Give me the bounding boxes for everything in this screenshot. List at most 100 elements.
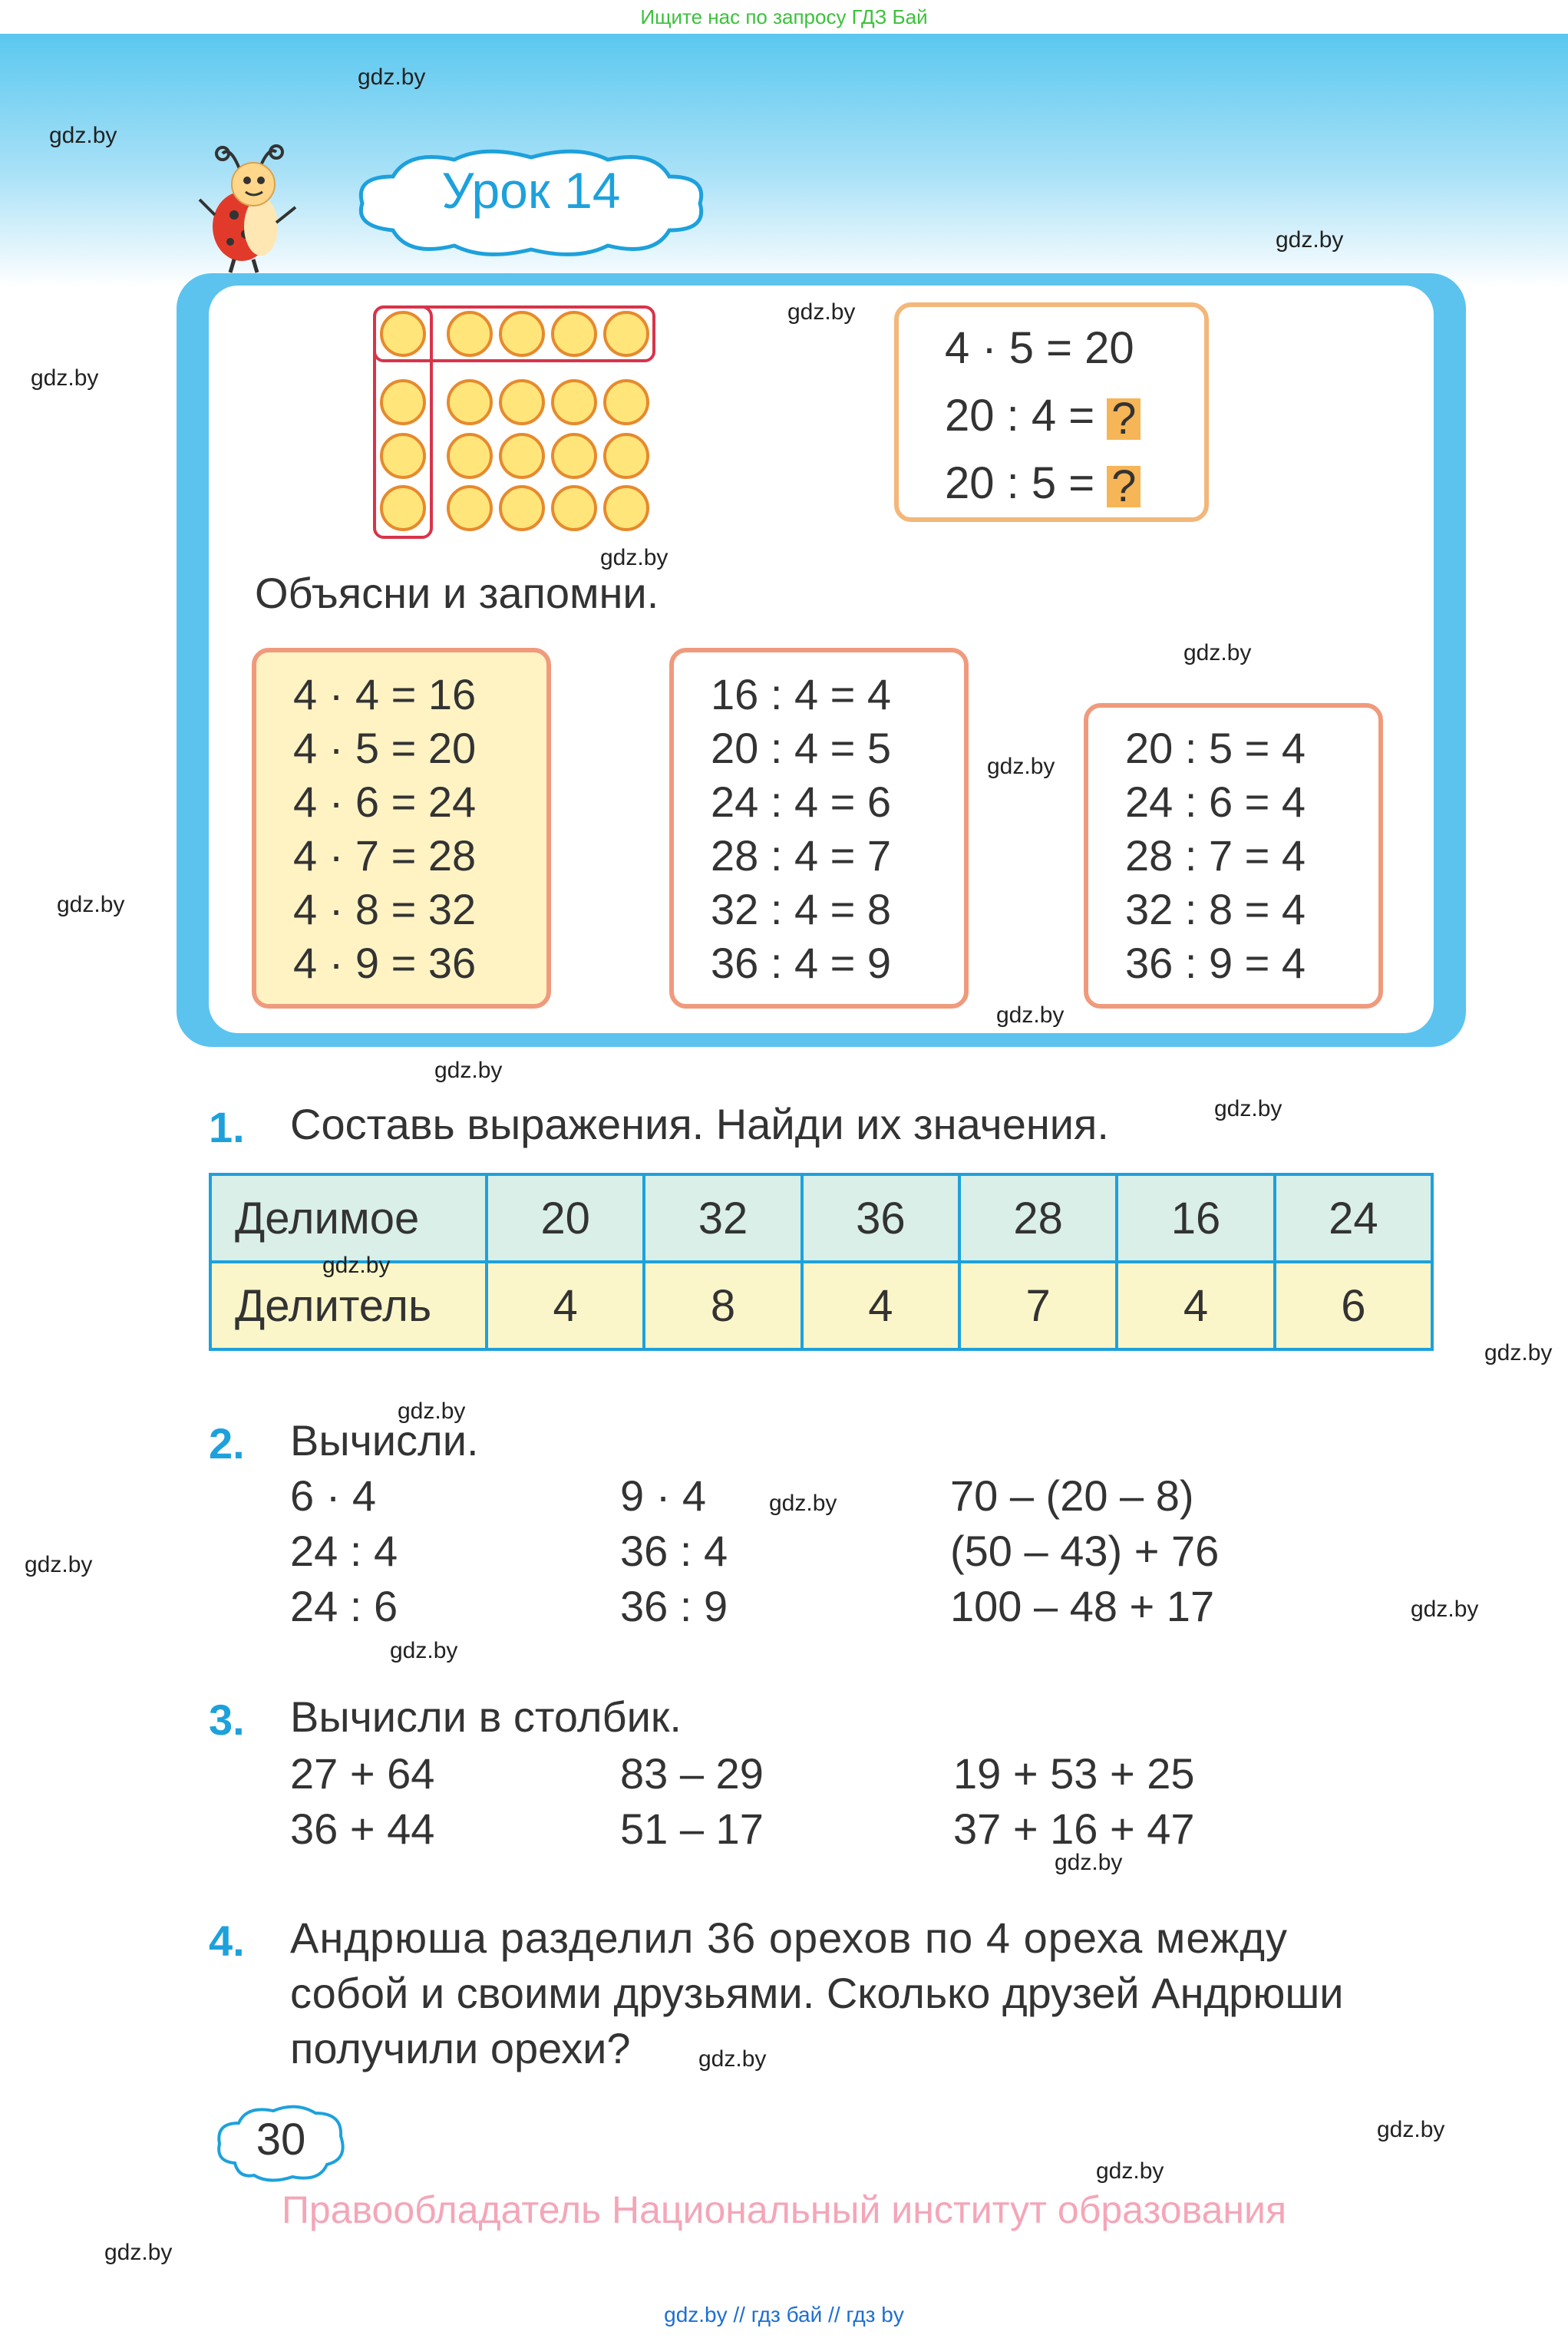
watermark: gdz.by	[1214, 1096, 1282, 1121]
equation-box: 4 · 5 = 20 20 : 4 = ? 20 : 5 = ?	[894, 302, 1209, 522]
watermark: gdz.by	[25, 1552, 93, 1577]
rule-row: 36 : 9 = 4	[1125, 939, 1306, 987]
task-3-text: Вычисли в столбик.	[290, 1692, 682, 1741]
table-cell: 32	[642, 1173, 804, 1263]
equation-line: 4 · 5 = 20	[945, 323, 1134, 373]
rule-row: 32 : 4 = 8	[711, 885, 892, 933]
expression: 9 · 4	[620, 1471, 707, 1520]
expression: (50 – 43) + 76	[950, 1527, 1220, 1575]
watermark: gdz.by	[1276, 227, 1344, 253]
expression: 24 : 6	[290, 1582, 398, 1630]
equation-text: 20 : 5 =	[945, 458, 1108, 508]
rule-row: 4 · 4 = 16	[293, 670, 477, 718]
watermark: gdz.by	[104, 2240, 173, 2265]
task-1-number: 1.	[209, 1103, 245, 1151]
watermark: gdz.by	[322, 1253, 391, 1278]
expression: 37 + 16 + 47	[953, 1805, 1195, 1853]
table-cell: 7	[957, 1260, 1119, 1351]
table-cell: 16	[1115, 1173, 1276, 1263]
dividend-label: Делимое	[209, 1173, 488, 1263]
expression: 83 – 29	[620, 1749, 764, 1798]
rule-row: 4 · 9 = 36	[293, 939, 477, 987]
divisor-label: Делитель	[209, 1260, 488, 1351]
watermark: gdz.by	[769, 1491, 837, 1516]
rule-row: 4 · 6 = 24	[293, 778, 477, 826]
table-cell: 24	[1273, 1173, 1434, 1263]
dividend-divisor-table: Делимое 20 32 36 28 16 24 Делитель 4 8 4…	[209, 1173, 1434, 1351]
watermark: gdz.by	[358, 64, 426, 90]
table-cell: 8	[642, 1260, 804, 1351]
rule-row: 20 : 5 = 4	[1125, 724, 1306, 772]
rule-row: 36 : 4 = 9	[711, 939, 892, 987]
table-cell: 36	[800, 1173, 961, 1263]
watermark: gdz.by	[57, 892, 125, 917]
equation-line: 20 : 5 = ?	[945, 457, 1141, 509]
expression: 36 + 44	[290, 1805, 435, 1853]
equation-text: 20 : 4 =	[945, 391, 1108, 441]
watermark: gdz.by	[600, 545, 668, 570]
rule-row: 4 · 7 = 28	[293, 831, 477, 880]
table-cell: 4	[484, 1260, 646, 1351]
watermark: gdz.by	[390, 1638, 458, 1663]
copyright-notice: Правообладатель Национальный институт об…	[281, 2188, 1287, 2231]
table-cell: 28	[957, 1173, 1119, 1263]
rule-row: 28 : 7 = 4	[1125, 831, 1306, 880]
watermark: gdz.by	[31, 365, 99, 391]
dividend-row: Делимое 20 32 36 28 16 24	[209, 1173, 1434, 1263]
expression: 70 – (20 – 8)	[950, 1471, 1194, 1520]
rule-row: 24 : 6 = 4	[1125, 778, 1306, 826]
expression: 24 : 4	[290, 1527, 398, 1575]
watermark: gdz.by	[1055, 1850, 1123, 1875]
task-2-text: Вычисли.	[290, 1416, 479, 1465]
ladybug-icon	[198, 144, 297, 273]
task-4-line: получили орехи?	[290, 2024, 631, 2072]
rule-row: 20 : 4 = 5	[711, 724, 892, 772]
watermark: gdz.by	[1377, 2117, 1445, 2142]
quotient-4-box: 20 : 5 = 4 24 : 6 = 4 28 : 7 = 4 32 : 8 …	[1084, 703, 1383, 1009]
watermark: gdz.by	[987, 754, 1055, 779]
explain-text: Объясни и запомни.	[255, 569, 659, 617]
task-4-line: Андрюша разделил 36 орехов по 4 ореха ме…	[290, 1914, 1289, 1962]
expression: 36 : 9	[620, 1582, 728, 1630]
watermark: gdz.by	[1096, 2158, 1164, 2184]
lesson-title: Урок 14	[441, 162, 621, 219]
expression: 27 + 64	[290, 1749, 435, 1798]
rule-row: 24 : 4 = 6	[711, 778, 892, 826]
expression: 100 – 48 + 17	[950, 1582, 1215, 1630]
equation-line: 20 : 4 = ?	[945, 390, 1141, 441]
task-2-number: 2.	[209, 1419, 245, 1468]
watermark: gdz.by	[49, 123, 117, 148]
rule-row: 4 · 8 = 32	[293, 885, 477, 933]
rule-row: 4 · 5 = 20	[293, 724, 477, 772]
expression: 6 · 4	[290, 1471, 377, 1520]
footer-links[interactable]: gdz.by // гдз бай // гдз by	[664, 2303, 904, 2326]
expression: 19 + 53 + 25	[953, 1749, 1195, 1798]
page-number: 30	[256, 2115, 306, 2165]
title-cloud	[359, 149, 703, 256]
task-4-line: собой и своими друзьями. Сколько друзей …	[290, 1969, 1344, 2017]
rule-row: 16 : 4 = 4	[711, 670, 892, 718]
table-cell: 6	[1273, 1260, 1434, 1351]
question-mark: ?	[1107, 396, 1141, 441]
watermark: gdz.by	[398, 1399, 466, 1424]
rule-row: 32 : 8 = 4	[1125, 885, 1306, 933]
page-number-cloud	[217, 2105, 345, 2182]
watermark: gdz.by	[1411, 1597, 1479, 1622]
table-cell: 4	[1115, 1260, 1276, 1351]
multiplication-box: 4 · 4 = 16 4 · 5 = 20 4 · 6 = 24 4 · 7 =…	[252, 648, 551, 1009]
division-by-4-box: 16 : 4 = 4 20 : 4 = 5 24 : 4 = 6 28 : 4 …	[669, 648, 969, 1009]
table-cell: 20	[484, 1173, 646, 1263]
watermark: gdz.by	[1183, 640, 1252, 665]
top-banner: Ищите нас по запросу ГДЗ Бай	[0, 0, 1568, 34]
watermark: gdz.by	[698, 2046, 767, 2072]
task-1-text: Составь выражения. Найди их значения.	[290, 1100, 1109, 1148]
question-mark: ?	[1107, 464, 1141, 508]
expression: 36 : 4	[620, 1527, 728, 1575]
dot-grid-illustration	[373, 305, 655, 539]
divisor-row: Делитель 4 8 4 7 4 6	[209, 1260, 1434, 1351]
expression: 51 – 17	[620, 1805, 764, 1853]
watermark: gdz.by	[1484, 1340, 1553, 1365]
watermark: gdz.by	[787, 299, 856, 325]
watermark: gdz.by	[996, 1002, 1065, 1028]
task-4-number: 4.	[209, 1917, 245, 1965]
